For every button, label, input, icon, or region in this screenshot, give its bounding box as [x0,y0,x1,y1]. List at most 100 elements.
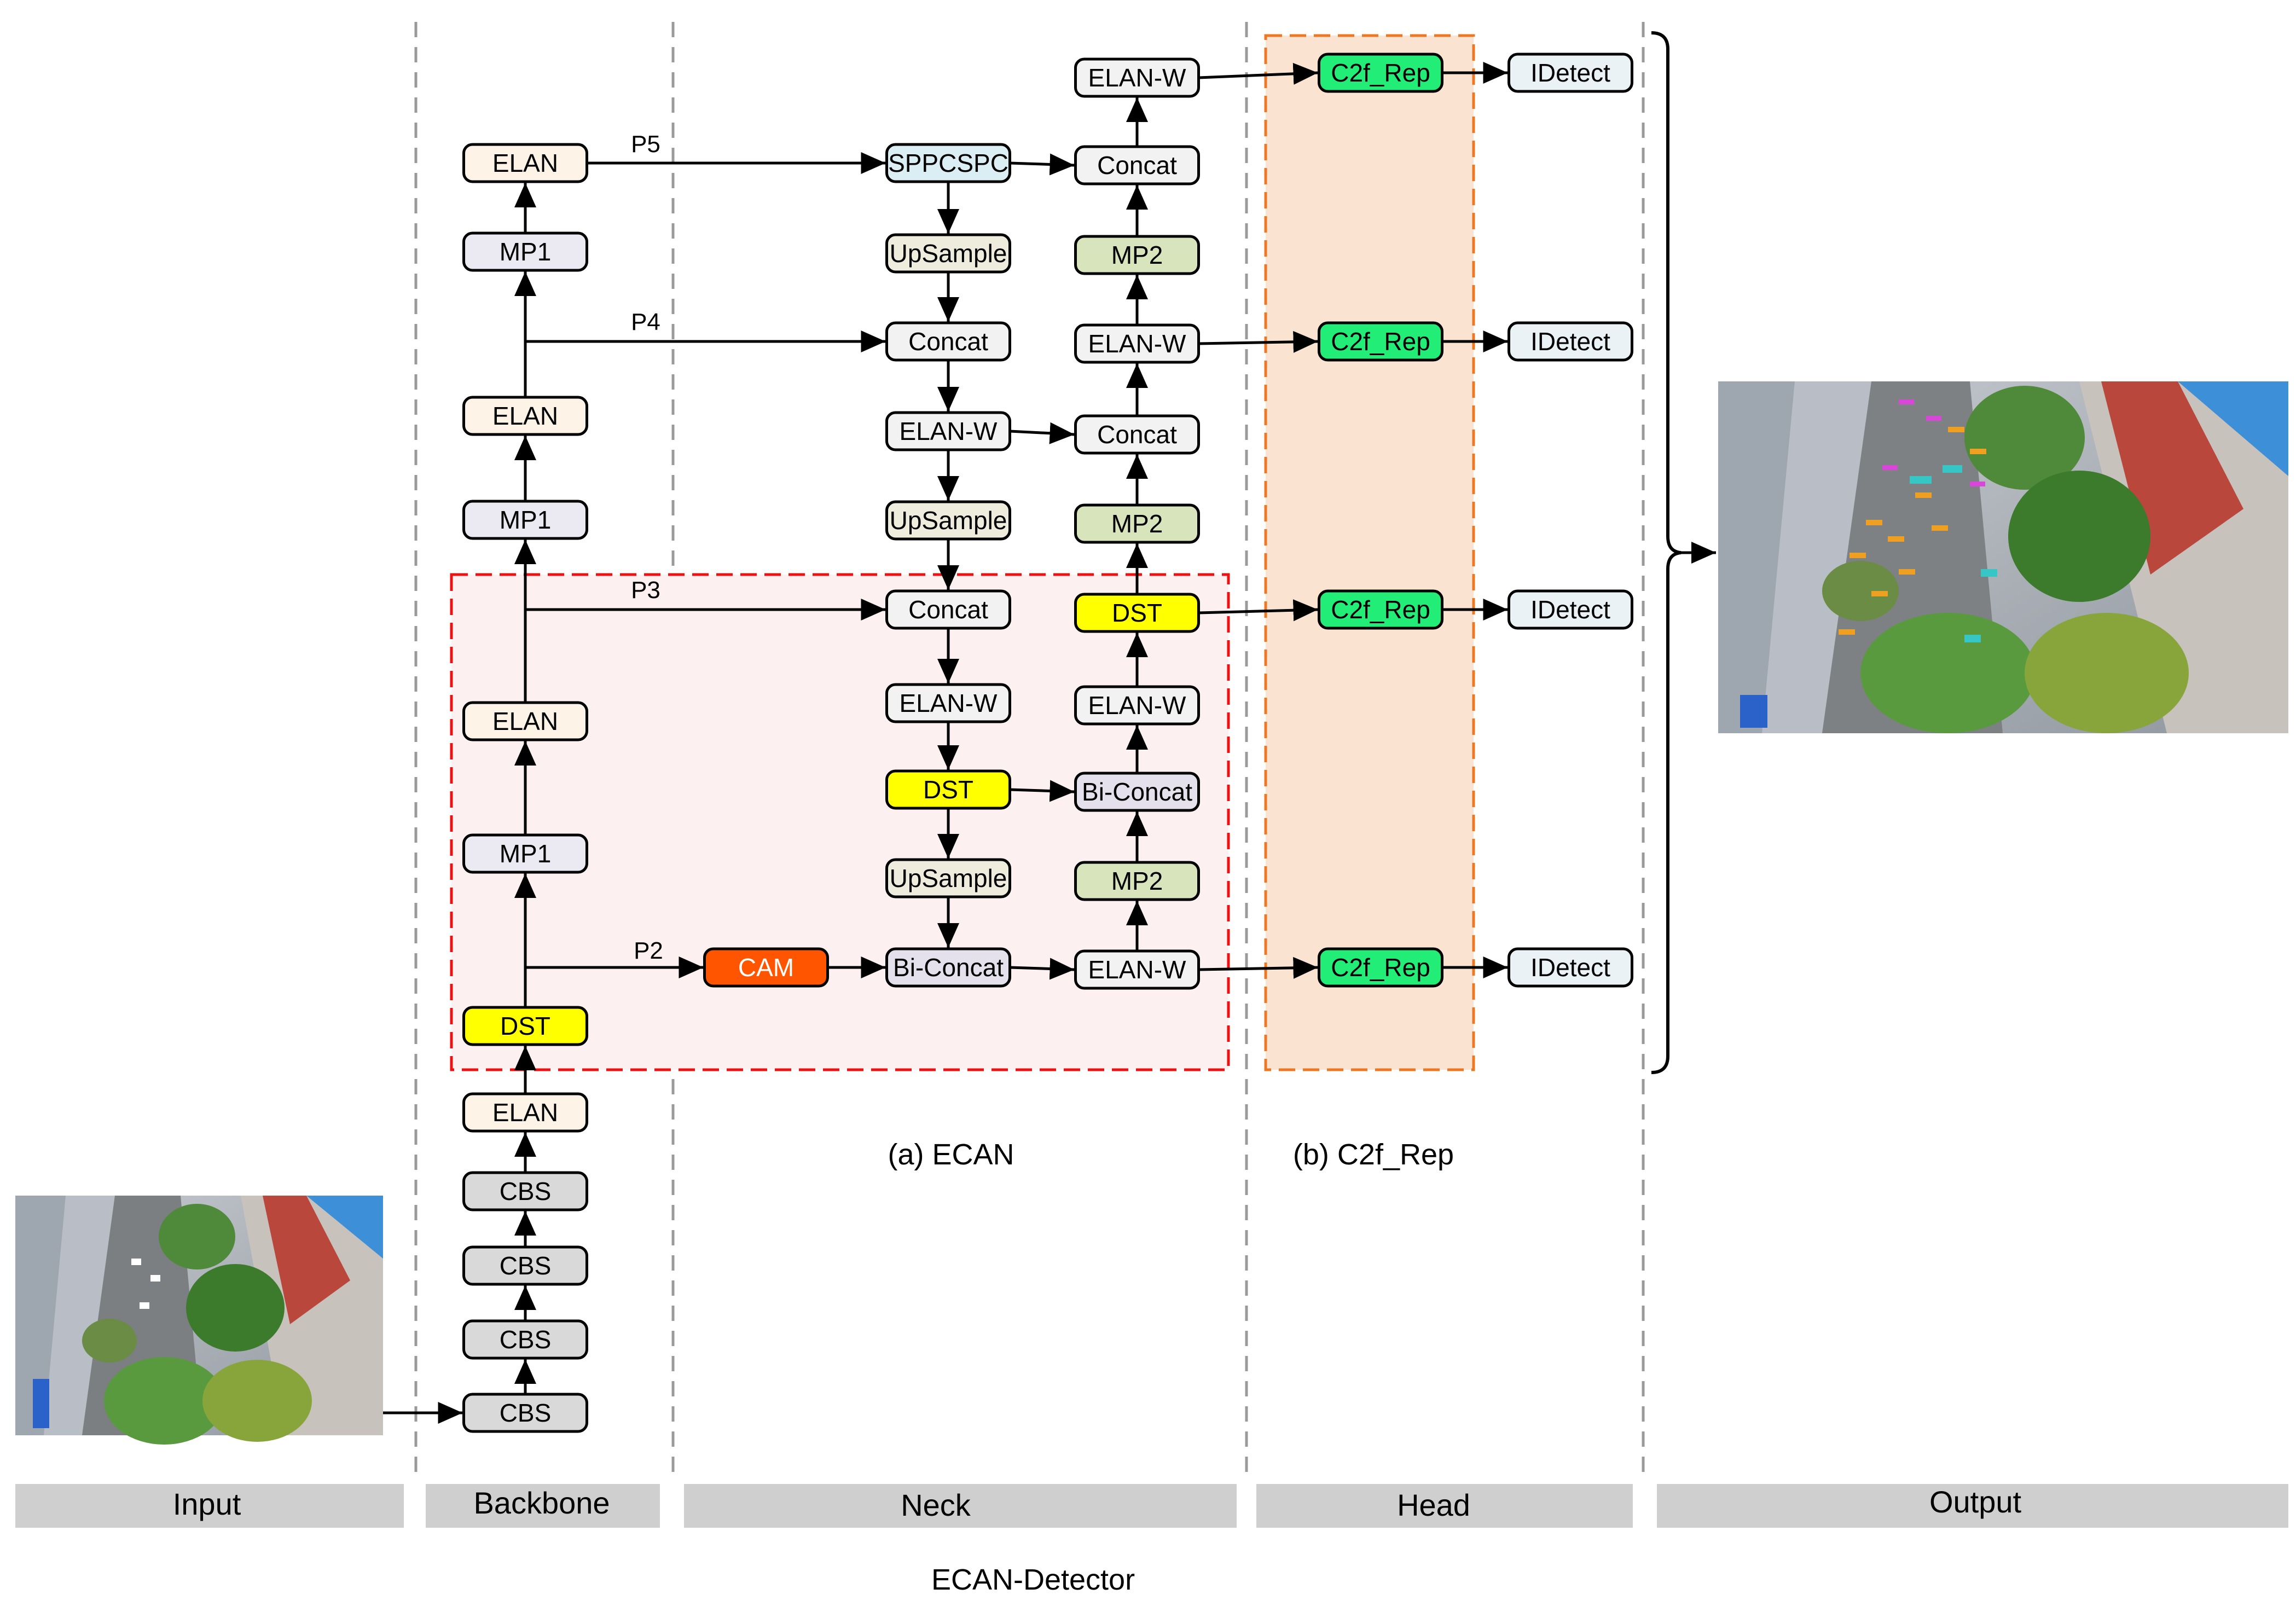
node-label: IDetect [1530,953,1610,982]
node-label: Concat [908,595,988,624]
input-image [15,1196,383,1445]
node-neck-concat-3: Concat [1074,414,1200,455]
node-box [1074,323,1200,364]
node-box [1074,772,1200,812]
node-box [885,858,1011,898]
node-box [1074,861,1200,901]
node-neck-concat-1: Concat [885,321,1011,362]
node-box [885,143,1011,183]
node-label: MP1 [500,839,552,868]
node-label: ELAN [492,402,558,430]
section-label-neck: Neck [901,1488,971,1522]
node-neck-upsample-3: UpSample [885,858,1011,898]
node-box [1318,321,1443,362]
node-neck-mp2-3: MP2 [1074,235,1200,275]
node-box [1318,589,1443,630]
edge-to-head [1198,62,1318,85]
node-box [1074,414,1200,455]
node-box [462,1393,588,1433]
node-box [1318,53,1443,93]
node-box [885,411,1011,451]
node-box [462,701,588,741]
node-box [1074,145,1200,185]
node-label: IDetect [1530,59,1610,87]
section-label-output: Output [1929,1485,2022,1519]
node-neck-mp2-1: MP2 [1074,861,1200,901]
node-neck-cam: CAM [703,947,829,988]
node-box [703,947,829,988]
node-box [462,143,588,183]
caption-c2f-rep: (b) C2f_Rep [1293,1138,1454,1171]
node-label: C2f_Rep [1331,953,1430,982]
node-box [462,500,588,540]
section-label-input: Input [173,1487,241,1521]
node-neck-elan-w-1: ELAN-W [885,411,1011,451]
node-box [462,1245,588,1286]
node-label: MP2 [1111,509,1163,538]
node-neck-elan-w-4: ELAN-W [1074,685,1200,726]
node-label: ELAN-W [1088,329,1186,358]
node-head-idetect-4: IDetect [1508,947,1633,988]
node-box [1074,685,1200,726]
node-neck-concat-2: Concat [885,589,1011,630]
node-head-c2f-rep-1: C2f_Rep [1318,53,1443,93]
node-head-idetect-3: IDetect [1508,589,1633,630]
ecan-region [450,573,1230,1071]
node-backbone-mp1-3: MP1 [462,231,588,272]
node-box [885,589,1011,630]
node-box [1074,949,1200,990]
node-label: CBS [500,1399,552,1427]
node-box [885,947,1011,988]
node-label: Concat [908,327,988,356]
node-neck-upsample-1: UpSample [885,233,1011,274]
edge-biconcat-elanw [1010,958,1075,980]
node-box [1074,57,1200,98]
node-neck-elan-w-6: ELAN-W [1074,57,1200,98]
node-neck-elan-w-3: ELAN-W [1074,949,1200,990]
node-box [885,769,1011,810]
node-neck-upsample-2: UpSample [885,500,1011,541]
node-label: UpSample [890,239,1007,268]
node-backbone-cbs-2: CBS [462,1319,588,1360]
edge-dst-biconcat [1010,780,1075,802]
node-backbone-elan-2: ELAN [462,701,588,741]
edge-label-p2: P2 [634,937,663,964]
node-backbone-elan-4: ELAN [462,143,588,183]
node-neck-bi-concat-2: Bi-Concat [1074,772,1200,812]
caption-ecan: (a) ECAN [888,1138,1014,1171]
node-label: DST [500,1012,550,1040]
node-label: Bi-Concat [893,953,1004,982]
node-label: ELAN [492,707,558,735]
node-label: SPPCSPC [888,149,1008,177]
node-box [1074,235,1200,275]
node-label: CBS [500,1177,552,1205]
node-label: C2f_Rep [1331,59,1430,87]
node-box [1508,321,1633,362]
node-label: C2f_Rep [1331,595,1430,624]
node-label: ELAN-W [1088,955,1186,984]
node-label: CAM [738,953,794,982]
node-neck-dst-2: DST [1074,593,1200,633]
node-box [1508,53,1633,93]
edge-to-head [1198,599,1318,622]
node-label: UpSample [890,506,1007,535]
node-head-c2f-rep-4: C2f_Rep [1318,947,1443,988]
node-neck-dst-1: DST [885,769,1011,810]
head-region [1264,34,1475,1071]
output-brace [1651,31,1682,1074]
node-label: UpSample [890,864,1007,892]
node-label: IDetect [1530,327,1610,356]
node-neck-elan-w-2: ELAN-W [885,683,1011,723]
node-backbone-mp1-2: MP1 [462,500,588,540]
node-head-idetect-1: IDetect [1508,53,1633,93]
diagram-title: ECAN-Detector [931,1563,1135,1596]
edge-label-p4: P4 [631,309,660,335]
section-separators [414,22,1645,1477]
node-head-idetect-2: IDetect [1508,321,1633,362]
node-label: Concat [1097,151,1177,179]
node-box [1074,593,1200,633]
node-backbone-dst: DST [462,1006,588,1046]
node-label: MP1 [500,237,552,266]
node-label: DST [1112,599,1162,627]
node-neck-bi-concat-1: Bi-Concat [885,947,1011,988]
